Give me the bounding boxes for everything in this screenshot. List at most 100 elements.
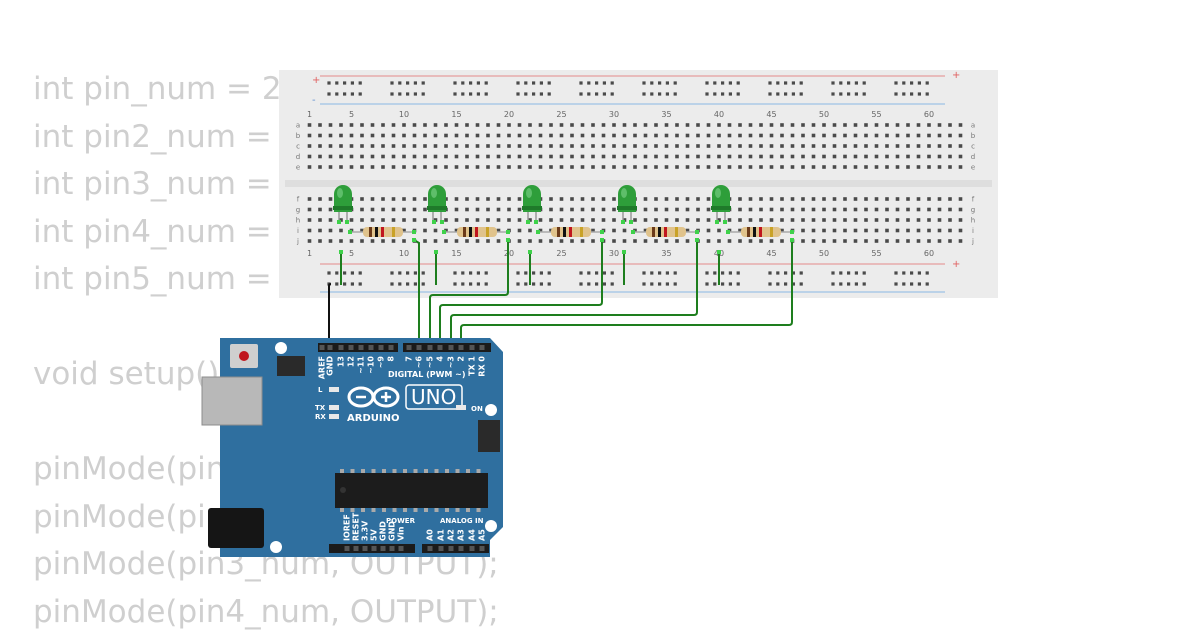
rail-hole <box>910 81 913 84</box>
breadboard-row-letter: b <box>296 132 301 140</box>
header-pin[interactable] <box>363 546 368 551</box>
chip-pin <box>361 508 365 512</box>
rail-hole <box>910 271 913 274</box>
rail-hole <box>926 282 929 285</box>
rail-hole <box>595 282 598 285</box>
breadboard-hole <box>791 155 795 159</box>
breadboard-hole <box>486 208 490 212</box>
rail-hole <box>469 282 472 285</box>
header-pin[interactable] <box>417 345 422 350</box>
breadboard-hole <box>749 197 753 201</box>
breadboard-hole <box>570 144 574 148</box>
header-pin[interactable] <box>439 546 444 551</box>
breadboard-hole <box>927 123 931 127</box>
header-pin[interactable] <box>480 345 485 350</box>
header-pin[interactable] <box>470 546 475 551</box>
header-pin[interactable] <box>389 345 394 350</box>
breadboard-hole <box>644 144 648 148</box>
header-pin[interactable] <box>381 546 386 551</box>
header-pin[interactable] <box>407 345 412 350</box>
header-pin[interactable] <box>379 345 384 350</box>
breadboard-hole <box>507 165 511 169</box>
on-led-label: ON <box>471 405 483 413</box>
rail-hole <box>721 81 724 84</box>
breadboard-hole <box>644 239 648 243</box>
breadboard-hole <box>780 134 784 138</box>
rail-hole <box>398 271 401 274</box>
header-pin[interactable] <box>320 345 325 350</box>
header-pin[interactable] <box>480 546 485 551</box>
rx-led-label: RX <box>315 413 326 421</box>
breadboard-hole <box>843 197 847 201</box>
breadboard-hole <box>570 155 574 159</box>
rail-hole <box>579 271 582 274</box>
header-pin[interactable] <box>354 546 359 551</box>
rail-hole <box>327 92 330 95</box>
breadboard-hole <box>392 144 396 148</box>
header-pin[interactable] <box>390 546 395 551</box>
breadboard-hole <box>612 123 616 127</box>
top-pin-label: ~10 <box>367 356 376 374</box>
rail-hole <box>516 282 519 285</box>
breadboard-column-number: 50 <box>819 249 829 258</box>
breadboard-hole <box>476 134 480 138</box>
breadboard-hole <box>623 165 627 169</box>
rail-hole <box>453 271 456 274</box>
breadboard-hole <box>948 134 952 138</box>
reset-button-cap[interactable] <box>239 351 249 361</box>
header-pin[interactable] <box>459 345 464 350</box>
header-pin[interactable] <box>345 546 350 551</box>
header-pin[interactable] <box>449 345 454 350</box>
breadboard-hole <box>885 165 889 169</box>
header-pin[interactable] <box>369 345 374 350</box>
breadboard-hole <box>308 155 312 159</box>
rail-hole <box>642 271 645 274</box>
header-pin[interactable] <box>428 345 433 350</box>
chip-pin <box>477 469 481 473</box>
breadboard-hole <box>843 229 847 233</box>
header-pin[interactable] <box>459 546 464 551</box>
breadboard-hole <box>612 144 616 148</box>
breadboard-hole <box>455 239 459 243</box>
breadboard-hole <box>570 197 574 201</box>
header-pin[interactable] <box>428 546 433 551</box>
analog-pin-label: A0 <box>426 529 435 541</box>
header-pin[interactable] <box>399 546 404 551</box>
breadboard-row-letter: a <box>971 122 975 130</box>
breadboard-hole <box>602 123 606 127</box>
rail-hole <box>532 92 535 95</box>
breadboard-hole <box>371 155 375 159</box>
breadboard-hole <box>759 208 763 212</box>
breadboard-hole <box>959 134 963 138</box>
breadboard-hole <box>413 218 417 222</box>
header-pin[interactable] <box>359 345 364 350</box>
header-pin[interactable] <box>349 345 354 350</box>
rail-hole <box>705 282 708 285</box>
header-pin[interactable] <box>438 345 443 350</box>
header-pin[interactable] <box>449 546 454 551</box>
breadboard-hole <box>329 239 333 243</box>
breadboard-hole <box>749 239 753 243</box>
breadboard-hole <box>434 155 438 159</box>
header-pin[interactable] <box>339 345 344 350</box>
rail-hole <box>902 92 905 95</box>
breadboard-hole <box>507 123 511 127</box>
rail-hole <box>705 271 708 274</box>
breadboard-hole <box>623 134 627 138</box>
rail-hole <box>855 271 858 274</box>
breadboard-hole <box>885 208 889 212</box>
header-pin[interactable] <box>470 345 475 350</box>
rail-hole <box>579 282 582 285</box>
breadboard-hole <box>465 208 469 212</box>
breadboard-hole <box>770 197 774 201</box>
breadboard-hole <box>581 134 585 138</box>
header-pin[interactable] <box>328 345 333 350</box>
connection-dot <box>631 230 635 234</box>
breadboard-hole <box>560 165 564 169</box>
breadboard-center-channel <box>285 180 992 187</box>
header-pin[interactable] <box>372 546 377 551</box>
rail-hole <box>737 282 740 285</box>
breadboard-hole <box>308 144 312 148</box>
breadboard-hole <box>381 123 385 127</box>
